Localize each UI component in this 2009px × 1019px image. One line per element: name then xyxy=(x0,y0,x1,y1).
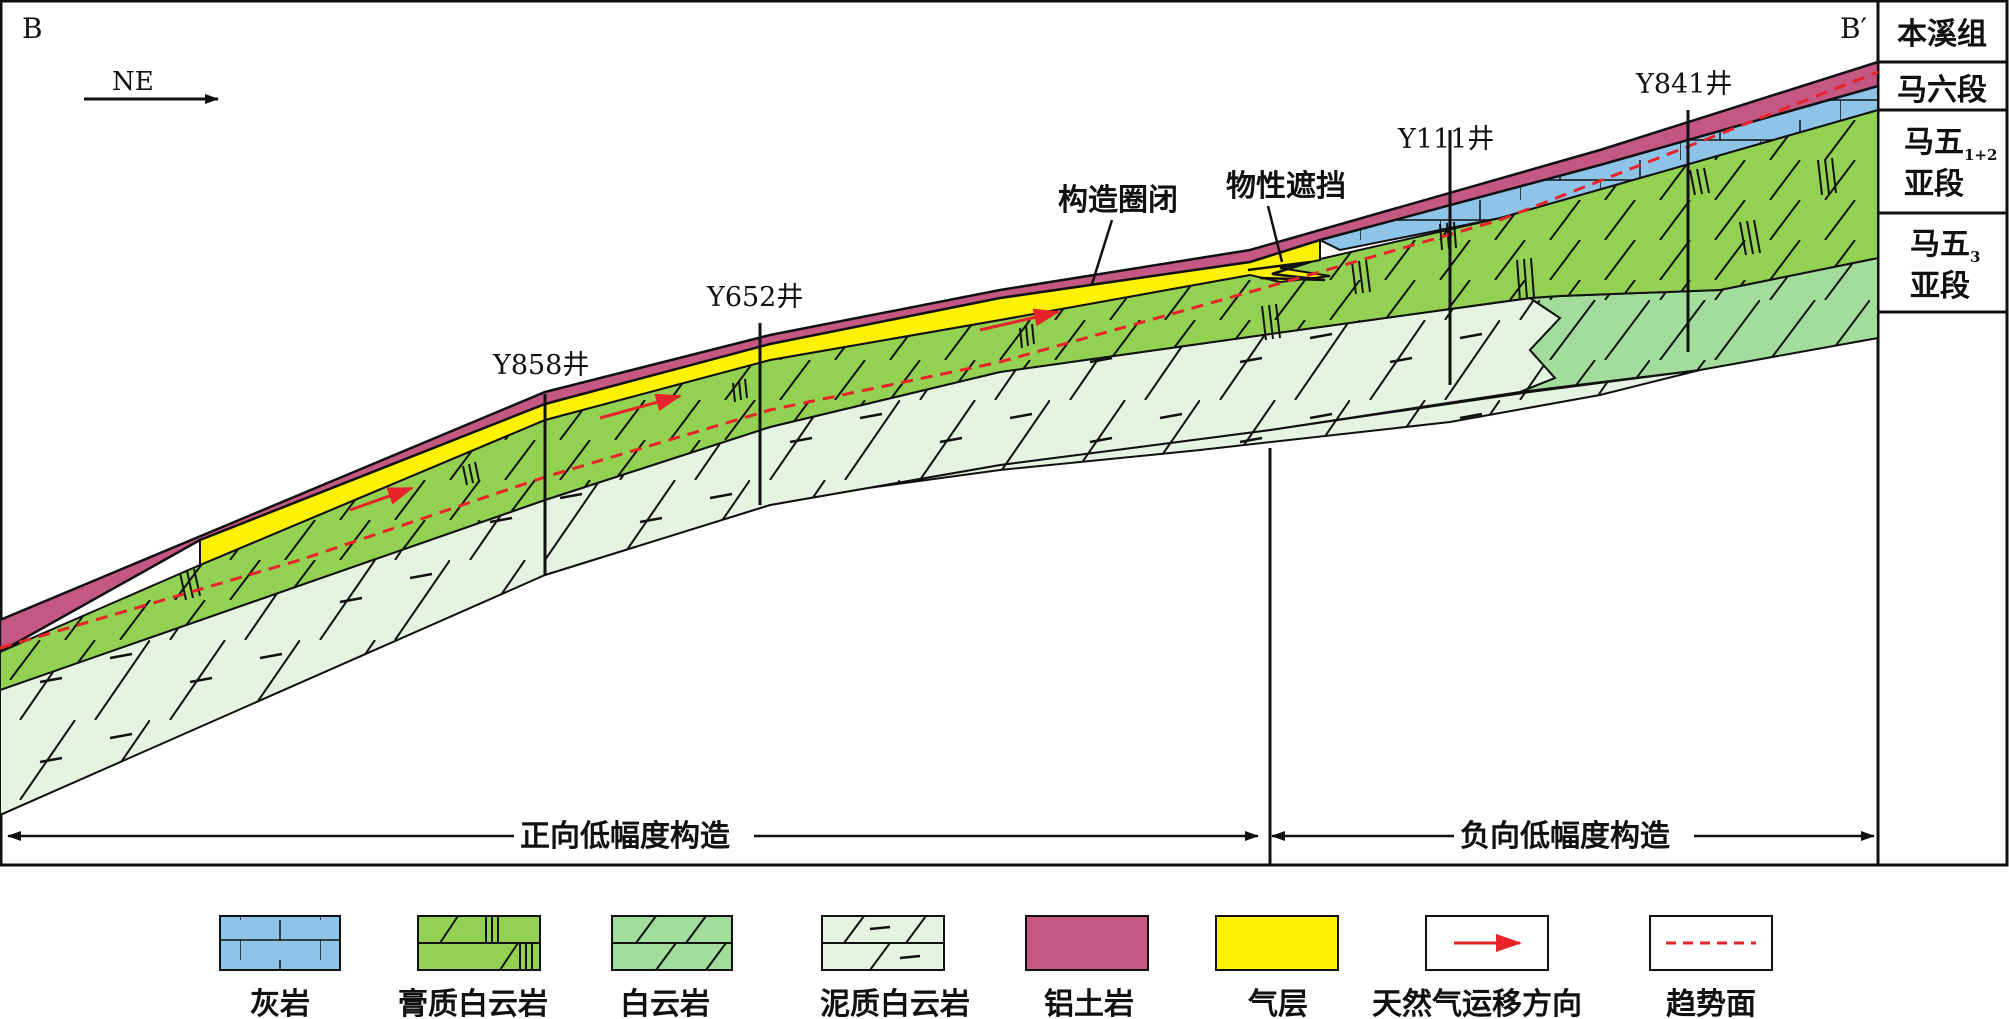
structural-closure-label: 构造圈闭 xyxy=(1058,183,1178,218)
well-label-y858: Y858井 xyxy=(492,350,589,381)
legend-item-gas-layer: 气层 xyxy=(1215,915,1339,1019)
legend-item-gas-migration: 天然气运移方向 xyxy=(1372,915,1582,1019)
svg-text:气层: 气层 xyxy=(1248,987,1308,1019)
legend-item-argillaceous-dolomite: 泥质白云岩 xyxy=(820,915,970,1019)
strat-ma512-tail: 亚段 xyxy=(1904,167,1964,202)
svg-text:天然气运移方向: 天然气运移方向 xyxy=(1372,987,1582,1019)
layers xyxy=(0,60,1880,817)
wells xyxy=(543,110,1690,575)
well-label-y652: Y652井 xyxy=(706,282,803,313)
strat-ma53: 马五3 xyxy=(1910,227,1980,266)
physical-barrier-label: 物性遮挡 xyxy=(1226,169,1346,204)
strat-ma53-tail: 亚段 xyxy=(1910,269,1970,304)
legend-item-gypsum-dolomite: 膏质白云岩 xyxy=(398,915,548,1019)
gas-migration-arrows xyxy=(349,308,1060,512)
legend-item-trend-surface: 趋势面 xyxy=(1649,915,1773,1019)
strat-ma6: 马六段 xyxy=(1897,73,1987,108)
gypsum-ticks xyxy=(179,157,1837,601)
legend: 灰岩 膏质白云岩 白云岩 xyxy=(219,915,1773,1019)
strat-benxi: 本溪组 xyxy=(1897,17,1987,52)
section-start-label: B xyxy=(22,12,43,45)
structural-closure-leader xyxy=(1090,219,1114,285)
trend-surface-line xyxy=(0,70,1879,650)
section-end-label: B′ xyxy=(1840,12,1867,45)
svg-text:膏质白云岩: 膏质白云岩 xyxy=(398,987,548,1019)
negative-zone-label-bg xyxy=(1454,814,1694,856)
direction-label: NE xyxy=(112,67,154,97)
strat-column: 本溪组 马六段 马五1+2 亚段 马五3 亚段 xyxy=(1878,17,2007,314)
legend-item-dolomite: 白云岩 xyxy=(611,915,733,1019)
svg-text:灰岩: 灰岩 xyxy=(250,987,310,1019)
barrier-zigzag xyxy=(1247,260,1326,282)
well-label-y841: Y841井 xyxy=(1635,69,1732,100)
section-frame xyxy=(0,0,2009,867)
positive-zone-label: 正向低幅度构造 xyxy=(520,819,730,854)
positive-zone-label-bg xyxy=(514,814,754,856)
bauxite-layer xyxy=(0,60,1880,654)
physical-barrier-leader xyxy=(1266,205,1284,263)
legend-item-bauxite: 铝土岩 xyxy=(1025,915,1149,1019)
svg-text:铝土岩: 铝土岩 xyxy=(1044,987,1134,1019)
strat-ma512: 马五1+2 xyxy=(1904,125,1997,164)
svg-text:泥质白云岩: 泥质白云岩 xyxy=(820,987,970,1019)
well-label-y111: Y111井 xyxy=(1397,124,1494,155)
well-labels: Y858井 Y652井 Y111井 Y841井 xyxy=(492,69,1732,381)
legend-item-limestone: 灰岩 xyxy=(219,915,341,1019)
negative-zone-label: 负向低幅度构造 xyxy=(1460,819,1670,854)
svg-text:趋势面: 趋势面 xyxy=(1666,987,1756,1019)
svg-text:白云岩: 白云岩 xyxy=(620,987,710,1019)
